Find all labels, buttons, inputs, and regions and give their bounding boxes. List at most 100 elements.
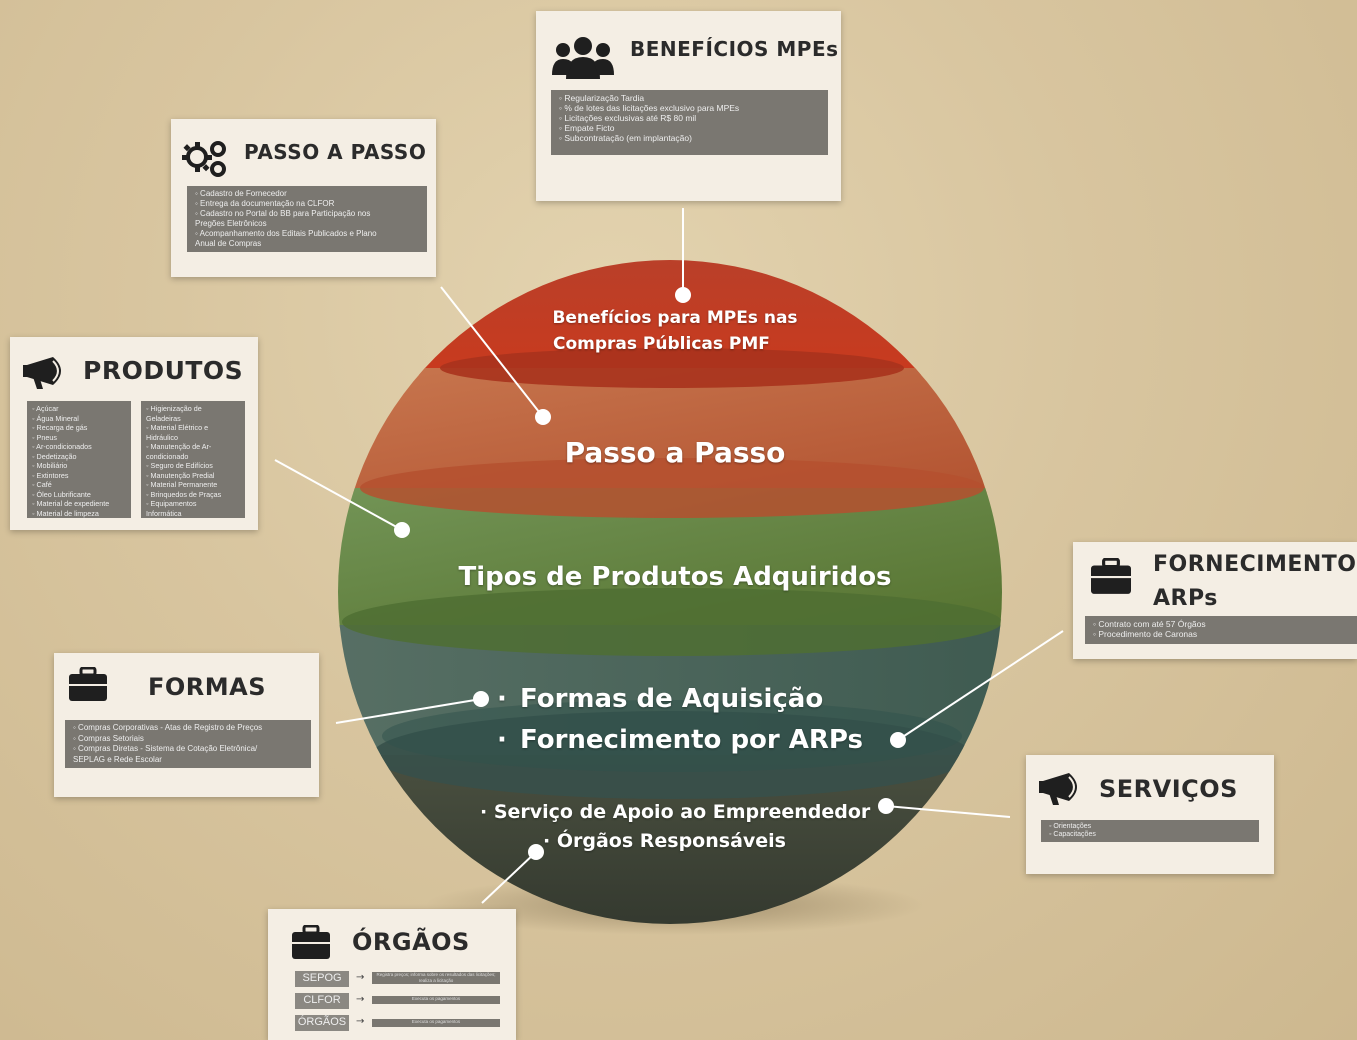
line-fornecimento [897,630,1064,741]
sphere-label-produtos: Tipos de Produtos Adquiridos [458,562,892,592]
sphere-label-beneficios-1: Benefícios para MPEs nas [552,308,798,328]
list-item: ◦ Água Mineral [32,413,79,423]
list-item: ◦ Brinquedos de Praças [146,489,222,499]
line-orgaos [481,851,537,904]
list-item: ◦ Cadastro de Fornecedor [195,189,287,198]
card-title: FORMAS [148,673,267,701]
sphere-label-fornecimento: Fornecimento por ARPs [520,725,864,755]
list-item: ◦ Capacitações [1049,831,1096,838]
sphere-bullet-2: · [497,725,507,755]
dot-orgaos[interactable] [528,844,544,860]
list-item: ◦ Empate Ficto [559,123,615,133]
list-item: ◦ Compras Setoriais [73,733,144,743]
list-item: ◦ Contrato com até 57 Órgãos [1093,619,1206,629]
card-servicos[interactable]: SERVIÇOS ◦ Orientações ◦ Capacitações [1026,755,1274,874]
briefcase-icon [69,667,107,701]
dot-passo[interactable] [535,409,551,425]
card-title-line2: ARPs [1153,586,1218,611]
list-item: ◦ Procedimento de Caronas [1093,629,1198,639]
rim-1 [440,348,904,388]
list-item: ◦ Dedetização [32,451,77,461]
list-item: ◦ Compras Corporativas - Atas de Registr… [73,723,263,732]
card-passo-a-passo[interactable]: PASSO A PASSO ◦ Cadastro de Fornecedor ◦… [171,119,436,277]
beneficios-list: ◦ Regularização Tardia ◦ % de lotes das … [551,90,828,155]
card-beneficios[interactable]: BENEFÍCIOS MPEs ◦ Regularização Tardia ◦… [536,11,841,201]
gears-icon [182,141,226,177]
sphere-bullet-1: · [497,684,507,714]
dot-servicos[interactable] [878,798,894,814]
list-item: ◦ Manutenção de Ar- [146,442,212,451]
produtos-col1: ◦ Açúcar ◦ Água Mineral ◦ Recarga de gás… [27,401,131,518]
list-item: SEPLAG e Rede Escolar [73,754,162,764]
list-item: ◦ % de lotes das licitações exclusivo pa… [559,103,740,113]
list-item: Anual de Compras [195,239,262,248]
line-formas [335,698,482,724]
dot-fornecimento[interactable] [890,732,906,748]
sphere-label-formas: Formas de Aquisição [520,684,824,714]
list-item: ◦ Subcontratação (em implantação) [559,133,692,143]
card-orgaos[interactable]: ÓRGÃOS SEPOG → Registra preços; informa … [268,909,516,1040]
line-passo [440,286,544,418]
list-item: ◦ Acompanhamento dos Editais Publicados … [195,229,377,238]
line-produtos [274,459,403,531]
list-item: ◦ Compras Diretas - Sistema de Cotação E… [73,744,258,753]
org-desc-clfor: Executa os pagamentos [372,996,500,1004]
rim-2 [360,458,984,518]
line-servicos [885,805,1011,818]
list-item: ◦ Licitações exclusivas até R$ 80 mil [559,113,697,123]
list-item: Hidráulico [146,432,178,442]
sphere-label-orgaos: · Órgãos Responsáveis [543,830,786,852]
card-fornecimento[interactable]: FORNECIMENTO ARPs ◦ Contrato com até 57 … [1073,542,1357,659]
card-produtos[interactable]: PRODUTOS ◦ Açúcar ◦ Água Mineral ◦ Recar… [10,337,258,530]
briefcase-icon [292,925,330,959]
arrow-icon: → [356,1016,365,1027]
list-item: ◦ Óleo Lubrificante [32,489,91,499]
list-item: ◦ Higienização de [146,404,202,413]
list-item: condicionado [146,451,189,461]
list-item: ◦ Entrega da documentação na CLFOR [195,199,335,208]
servicos-list: ◦ Orientações ◦ Capacitações [1041,820,1259,842]
megaphone-icon [1039,773,1077,805]
passo-list: ◦ Cadastro de Fornecedor ◦ Entrega da do… [187,186,427,252]
list-item: ◦ Material de expediente [32,499,110,508]
list-item: ◦ Recarga de gás [32,423,88,432]
org-desc-sepog: Registra preços; informa sobre os result… [372,972,500,984]
sphere-label-servico: · Serviço de Apoio ao Empreendedor [480,801,871,823]
list-item: ◦ Pneus [32,432,57,442]
users-icon [552,37,614,79]
list-item: ◦ Mobiliário [32,461,68,470]
fornecimento-list: ◦ Contrato com até 57 Órgãos ◦ Procedime… [1085,616,1357,644]
list-item: ◦ Café [32,480,52,489]
list-item: ◦ Equipamentos [146,499,197,508]
arrow-icon: → [356,994,365,1005]
card-title: PASSO A PASSO [244,140,427,164]
list-item: ◦ Manutenção Predial [146,470,215,480]
card-formas[interactable]: FORMAS ◦ Compras Corporativas - Atas de … [54,653,319,797]
list-item: Informática [146,508,182,518]
formas-list: ◦ Compras Corporativas - Atas de Registr… [65,720,311,768]
dot-formas[interactable] [473,691,489,707]
megaphone-icon [23,357,61,389]
card-title: ÓRGÃOS [352,928,470,956]
rim-4-inner [382,700,962,772]
org-tag-sepog: SEPOG [295,971,349,987]
arrow-icon: → [356,972,365,983]
list-item: Geladeiras [146,413,181,423]
produtos-col2: ◦ Higienização de Geladeiras ◦ Material … [141,401,245,518]
dot-beneficios[interactable] [675,287,691,303]
card-title: PRODUTOS [83,356,244,385]
briefcase-icon [1091,558,1131,594]
sphere-label-beneficios-2: Compras Públicas PMF [553,334,770,354]
sphere-label-passo: Passo a Passo [564,436,786,469]
list-item: ◦ Extintores [32,470,69,480]
org-desc-orgaos: Executa os pagamentos [372,1019,500,1027]
org-tag-orgaos: ÓRGÃOS [295,1015,349,1031]
list-item: ◦ Ar-condicionados [32,442,92,451]
list-item: ◦ Material Elétrico e [146,423,209,432]
org-tag-clfor: CLFOR [295,993,349,1009]
list-item: ◦ Orientações [1049,823,1092,830]
list-item: Pregões Eletrônicos [195,219,267,228]
rim-3 [342,588,1002,656]
dot-produtos[interactable] [394,522,410,538]
